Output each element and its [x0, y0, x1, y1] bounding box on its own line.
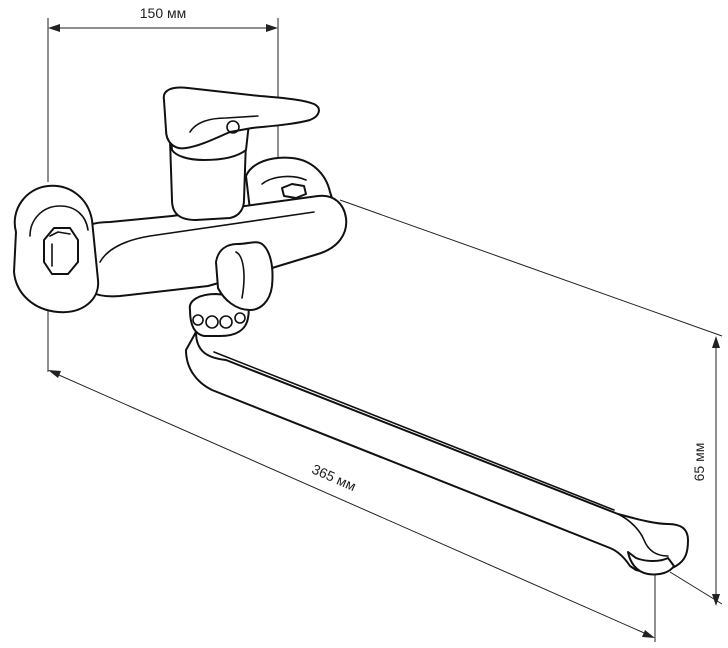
arrow-length-start [48, 370, 61, 378]
ring-hole [192, 314, 204, 326]
hex-nut [43, 227, 79, 275]
handle-screw [226, 120, 240, 134]
ring-hole [205, 315, 219, 329]
lever-handle [162, 86, 320, 150]
ring-hole [234, 312, 246, 324]
ring-hole [219, 315, 233, 329]
arrow-length-end [642, 630, 655, 638]
arrow-height-top [712, 336, 720, 348]
extension-line-height-top [339, 199, 723, 337]
faucet [13, 86, 689, 576]
dimension-length: 365 мм [47, 300, 656, 642]
spout [185, 331, 689, 576]
dimension-label-width: 150 мм [140, 5, 187, 21]
dimension-height: 65 мм [339, 199, 723, 606]
arrow-right [266, 24, 278, 32]
arrow-left [48, 24, 60, 32]
left-wall-flange [13, 184, 100, 314]
dimension-width: 150 мм [47, 5, 279, 182]
extension-line-height-bottom [669, 571, 723, 605]
arrow-height-bottom [712, 594, 720, 606]
dimension-label-height: 65 мм [691, 443, 707, 482]
diverter-knob [215, 241, 274, 311]
dimension-line-length [51, 371, 652, 637]
